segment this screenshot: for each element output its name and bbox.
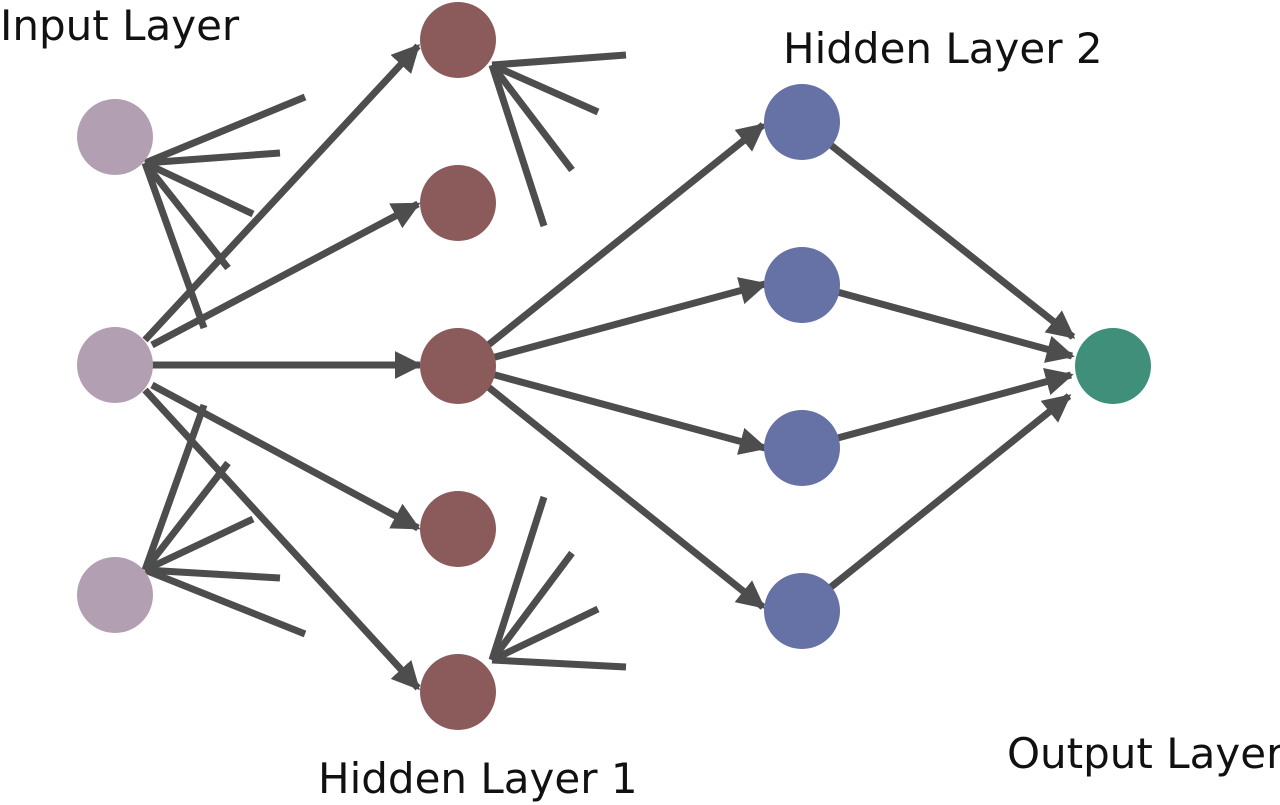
hidden1-node-2	[420, 165, 496, 241]
input-node-2	[77, 327, 153, 403]
hidden1-bottom-fan-4	[491, 656, 627, 671]
hidden1-bottom-fan-3	[490, 605, 600, 664]
input-to-hidden1-4-arrow	[150, 381, 421, 532]
hidden1-bottom-fan-1	[488, 495, 548, 662]
hidden1-top-fan-4	[488, 63, 548, 228]
hidden2-to-output-1-arrow	[805, 124, 1076, 340]
input-bottom-fan-3	[143, 515, 255, 574]
input-bottom-fan-5	[143, 566, 307, 638]
input-bottom-fan-2	[142, 460, 231, 573]
input-top-fan-4	[142, 160, 231, 271]
hidden1-node-4	[420, 491, 496, 567]
edges-group	[141, 43, 1076, 691]
hidden1-node-5	[420, 654, 496, 730]
input-to-hidden1-1-arrow	[142, 43, 421, 343]
input-top-fan-2	[144, 149, 281, 167]
hidden1-node-1	[420, 2, 496, 78]
hidden1-top-fan-3	[489, 62, 575, 173]
input-bottom-fan-4	[144, 566, 281, 582]
hidden1-bottom-fan-2	[489, 550, 575, 663]
input-to-hidden1-2-arrow	[150, 200, 421, 349]
hidden1-top-fan-2	[490, 61, 600, 116]
hidden2-node-4	[764, 573, 840, 649]
hidden1-to-hidden2-1-arrow	[459, 122, 766, 369]
output-node-1	[1075, 328, 1151, 404]
input-layer-label: Input Layer	[0, 1, 240, 50]
nodes-group	[77, 2, 1151, 730]
hidden1-to-hidden2-4-arrow	[459, 363, 766, 610]
output-layer-label: Output Layer	[1007, 729, 1280, 778]
input-top-fan-3	[143, 159, 255, 218]
input-node-1	[77, 99, 153, 175]
hidden-layer-2-label: Hidden Layer 2	[783, 24, 1103, 73]
hidden-layer-1-label: Hidden Layer 1	[318, 754, 638, 803]
hidden1-node-3	[420, 328, 496, 404]
input-top-fan-5	[141, 161, 208, 330]
hidden1-to-hidden2-2-arrow	[461, 277, 768, 370]
hidden1-to-hidden2-3-arrow	[461, 362, 768, 455]
hidden2-node-2	[764, 247, 840, 323]
hidden2-node-3	[764, 410, 840, 486]
hidden2-to-output-3-arrow	[807, 368, 1074, 450]
hidden2-node-1	[764, 84, 840, 160]
hidden2-to-output-2-arrow	[807, 280, 1075, 363]
hidden2-to-output-4-arrow	[803, 393, 1072, 610]
input-node-3	[77, 557, 153, 633]
input-to-hidden1-5-arrow	[142, 387, 421, 691]
hidden1-top-fan-1	[491, 51, 627, 69]
input-bottom-fan-1	[141, 403, 208, 572]
input-top-fan-1	[143, 93, 307, 167]
